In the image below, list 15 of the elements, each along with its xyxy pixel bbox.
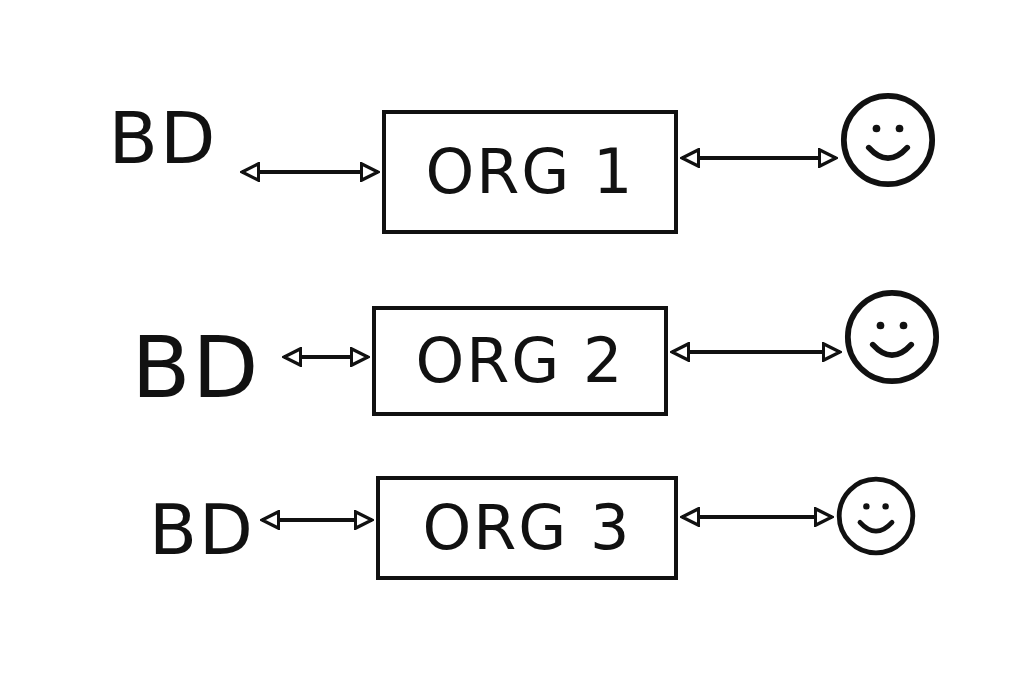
node-label: BD — [146, 490, 258, 570]
double-arrow — [680, 148, 838, 168]
org-label: ORG 1 — [425, 141, 635, 203]
node-label: BD — [88, 100, 238, 176]
org-label: ORG 3 — [422, 497, 632, 559]
double-arrow — [282, 347, 370, 367]
org-box — [376, 476, 678, 580]
org-box — [372, 306, 668, 416]
double-arrow — [680, 507, 834, 527]
org-label: ORG 2 — [415, 330, 625, 392]
double-arrow — [670, 342, 842, 362]
node-label: BD — [112, 322, 280, 412]
org-box — [382, 110, 678, 234]
double-arrow — [260, 510, 374, 530]
double-arrow — [240, 162, 380, 182]
